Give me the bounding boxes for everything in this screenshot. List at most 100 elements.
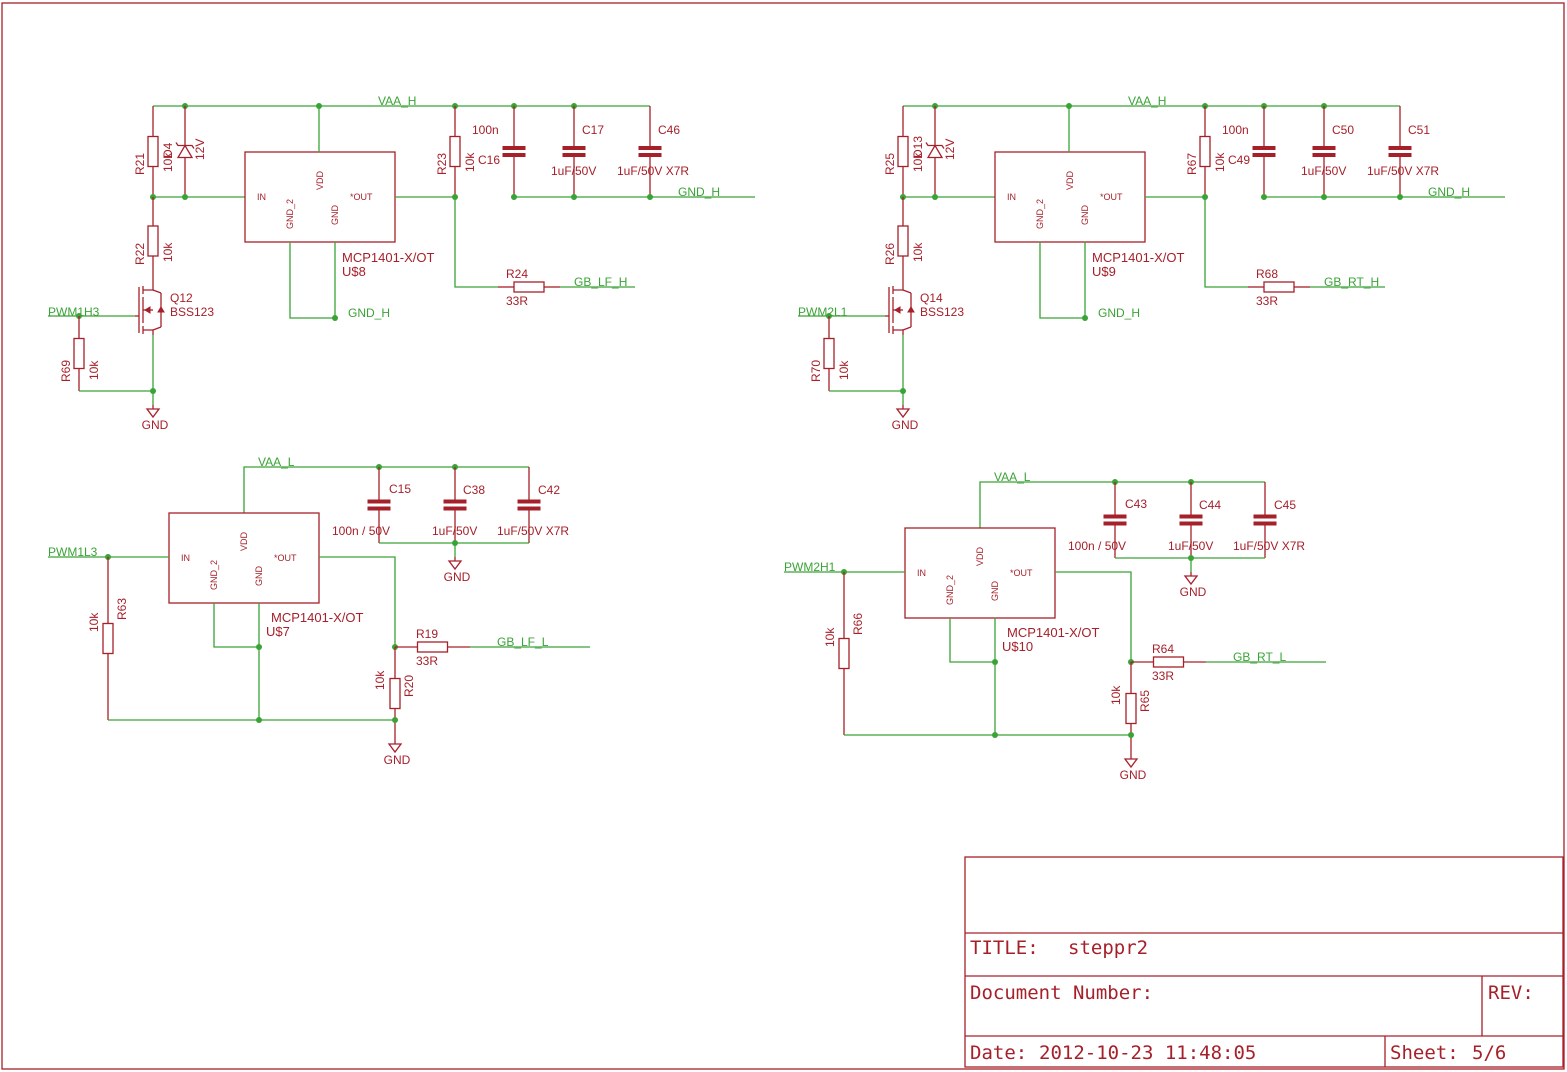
resistor-body	[389, 677, 401, 710]
pin-label-in: IN	[1007, 192, 1016, 202]
pin-label-vdd: VDD	[975, 546, 985, 566]
pin-label-gnd: GND	[990, 581, 1000, 602]
resistor-body	[897, 225, 909, 257]
junction	[900, 388, 906, 394]
net-label-ground: GND_H	[348, 306, 390, 320]
ref-zener: D4	[161, 142, 175, 158]
net-label-input: PWM1H3	[48, 305, 100, 319]
ref-cap-3: C45	[1274, 498, 1296, 512]
val-pull-mid: 10k	[161, 242, 175, 262]
pin-label-gnd: GND	[1080, 205, 1090, 226]
val-in-r: 10k	[87, 612, 101, 632]
val-out-r: 10k	[373, 670, 387, 690]
ref-fet: Q12	[170, 291, 193, 305]
val-cap-2: 1uF/50V	[432, 524, 477, 538]
pin-label-out: *OUT	[1010, 568, 1033, 578]
val-gate-r: 10k	[837, 360, 851, 380]
resistor-body	[102, 622, 114, 655]
junction	[150, 388, 156, 394]
ground-label: GND	[1120, 768, 1147, 782]
capacitor-plate	[1388, 146, 1412, 150]
val-series-r: 33R	[1152, 669, 1174, 683]
capacitor-plate	[1253, 514, 1277, 519]
ground-icon	[1183, 575, 1199, 586]
val-series-r: 33R	[416, 654, 438, 668]
ref-pull-mid: R22	[133, 243, 147, 265]
title-block: TITLE: steppr2 Document Number: REV: Dat…	[964, 856, 1564, 1068]
val-cap-3: 1uF/50V X7R	[1367, 164, 1439, 178]
val-cap-2: 1uF/50V	[551, 164, 596, 178]
pin-label-gnd2: GND_2	[209, 560, 219, 590]
pin-label-gnd: GND	[254, 566, 264, 587]
ref-cap-3: C46	[658, 123, 680, 137]
chip-value: MCP1401-X/OT	[1092, 250, 1185, 265]
ground-label: GND	[142, 418, 169, 432]
ref-zener: D13	[911, 136, 925, 158]
resistor-body	[147, 225, 159, 257]
ground-label: GND	[1180, 585, 1207, 599]
ref-in-r: R66	[851, 613, 865, 635]
resistor-body	[1199, 135, 1211, 168]
val-cap-2: 1uF/50V	[1168, 539, 1213, 553]
sheet-value: 5/6	[1472, 1042, 1506, 1064]
capacitor-plate	[1103, 514, 1127, 519]
ref-pull-top: R21	[133, 153, 147, 175]
ref-cap-1: C16	[478, 153, 500, 167]
pin-label-vdd: VDD	[1065, 170, 1075, 190]
chip-value: MCP1401-X/OT	[1007, 625, 1100, 640]
ref-gate-r: R69	[59, 360, 73, 382]
ref-fet: Q14	[920, 291, 943, 305]
capacitor-plate	[1252, 146, 1276, 150]
capacitor-plate	[517, 499, 541, 504]
pin-label-in: IN	[257, 192, 266, 202]
ground-icon	[895, 408, 911, 419]
resistor-body	[823, 337, 835, 370]
date-value: 2012-10-23 11:48:05	[1039, 1042, 1256, 1064]
val-cap-2: 1uF/50V	[1301, 164, 1346, 178]
chip-value: MCP1401-X/OT	[271, 610, 364, 625]
ground-icon	[1123, 758, 1139, 769]
resistor-body	[416, 641, 449, 653]
capacitor-plate	[367, 499, 391, 504]
val-in-r: 10k	[823, 627, 837, 647]
capacitor-plate	[502, 146, 526, 150]
val-cap-1: 100n / 50V	[1068, 539, 1126, 553]
pin-label-vdd: VDD	[239, 531, 249, 551]
driver-ic-body	[904, 527, 1056, 619]
junction	[392, 717, 398, 723]
ref-series-r: R19	[416, 627, 438, 641]
val-cap-1: 100n	[472, 123, 499, 137]
pin-label-out: *OUT	[274, 553, 297, 563]
net-label-input: PWM2L1	[798, 305, 848, 319]
pin-label-gnd2: GND_2	[285, 199, 295, 229]
net-label-supply: VAA_L	[258, 455, 295, 469]
net-label-supply: VAA_L	[994, 470, 1031, 484]
val-zener: 12V	[193, 139, 207, 160]
pin-label-gnd2: GND_2	[945, 575, 955, 605]
val-cap-1: 100n / 50V	[332, 524, 390, 538]
ref-series-r: R64	[1152, 642, 1174, 656]
net-label-ground: GND_H	[1098, 306, 1140, 320]
revision-label: REV:	[1488, 982, 1534, 1004]
ground-label: GND	[892, 418, 919, 432]
sheet-label: Sheet:	[1390, 1042, 1459, 1064]
resistor-body	[449, 135, 461, 168]
junction	[256, 644, 262, 650]
net-label-output: GB_RT_L	[1233, 650, 1286, 664]
ground-label: GND	[384, 753, 411, 767]
net-label-supply: VAA_H	[378, 94, 416, 108]
ref-in-r: R63	[115, 598, 129, 620]
resistor-body	[147, 135, 159, 168]
pin-label-in: IN	[917, 568, 926, 578]
capacitor-plate	[1179, 514, 1203, 519]
val-out-pull: 10k	[463, 152, 477, 172]
pin-label-out: *OUT	[1100, 192, 1123, 202]
ref-cap-2: C50	[1332, 123, 1354, 137]
val-cap-3: 1uF/50V X7R	[1233, 539, 1305, 553]
chip-name: U$9	[1092, 264, 1116, 279]
